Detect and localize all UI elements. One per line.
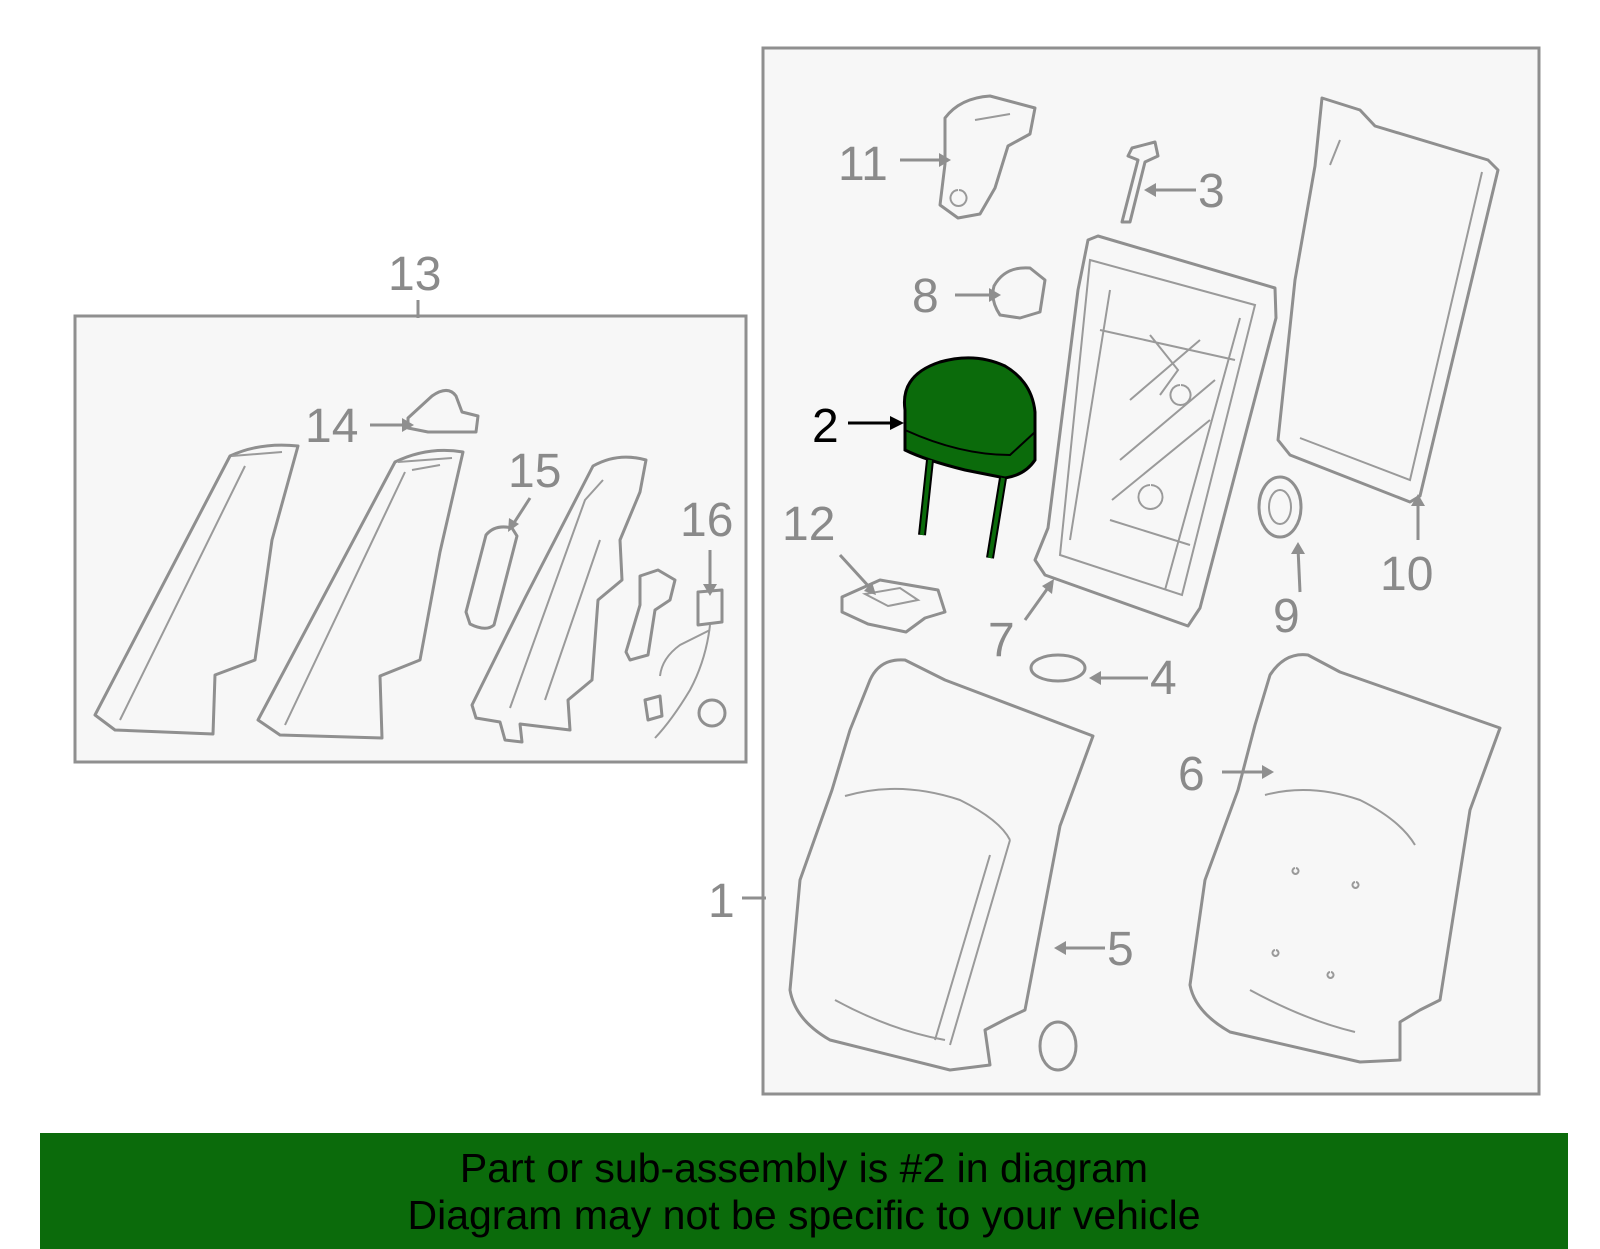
- callout-8: 8: [912, 270, 939, 323]
- side-trim-panel-middle: [256, 448, 465, 740]
- callout-2: 2: [812, 400, 839, 453]
- pad-15: [464, 525, 519, 630]
- nut-16: [697, 698, 727, 728]
- washer-4: [1029, 653, 1087, 683]
- latch-11: [938, 94, 1037, 220]
- callout-12: 12: [782, 498, 835, 551]
- callout-4: 4: [1150, 652, 1177, 705]
- guide-8: [991, 266, 1047, 320]
- callout-14: 14: [305, 400, 358, 453]
- callout-9: 9: [1273, 590, 1300, 643]
- callout-16: 16: [680, 494, 733, 547]
- plug-5: [1038, 1020, 1078, 1072]
- seat-back-pad-6: [1188, 653, 1502, 1064]
- side-trim-panel-left: [93, 443, 300, 736]
- leader-12: [838, 553, 874, 592]
- callout-7: 7: [988, 614, 1015, 667]
- callout-11: 11: [838, 138, 888, 191]
- caption-banner: Part or sub-assembly is #2 in diagram Di…: [40, 1133, 1568, 1249]
- connector-16: [696, 588, 724, 627]
- bracket-14: [406, 389, 480, 434]
- clip-16: [643, 694, 664, 722]
- side-airbag-module: [470, 455, 648, 744]
- caption-line-1: Part or sub-assembly is #2 in diagram: [459, 1145, 1149, 1191]
- leader-15: [510, 497, 532, 527]
- caption-line-2: Diagram may not be specific to your vehi…: [407, 1192, 1201, 1238]
- pin-3: [1120, 140, 1160, 224]
- head-restraint-2: [902, 356, 1037, 480]
- callout-10: 10: [1380, 548, 1433, 601]
- bracket-16: [624, 568, 677, 662]
- leader-9: [1296, 547, 1302, 593]
- callout-15: 15: [508, 445, 561, 498]
- callout-1: 1: [708, 875, 735, 928]
- grommet-9: [1257, 475, 1303, 539]
- leader-7: [1023, 584, 1052, 621]
- wire-harness-16: [654, 624, 711, 739]
- seat-back-cover-5: [788, 658, 1095, 1072]
- rear-panel-10: [1276, 96, 1500, 504]
- callout-5: 5: [1107, 923, 1134, 976]
- callout-6: 6: [1178, 748, 1205, 801]
- callout-3: 3: [1198, 165, 1225, 218]
- callout-13: 13: [388, 248, 441, 301]
